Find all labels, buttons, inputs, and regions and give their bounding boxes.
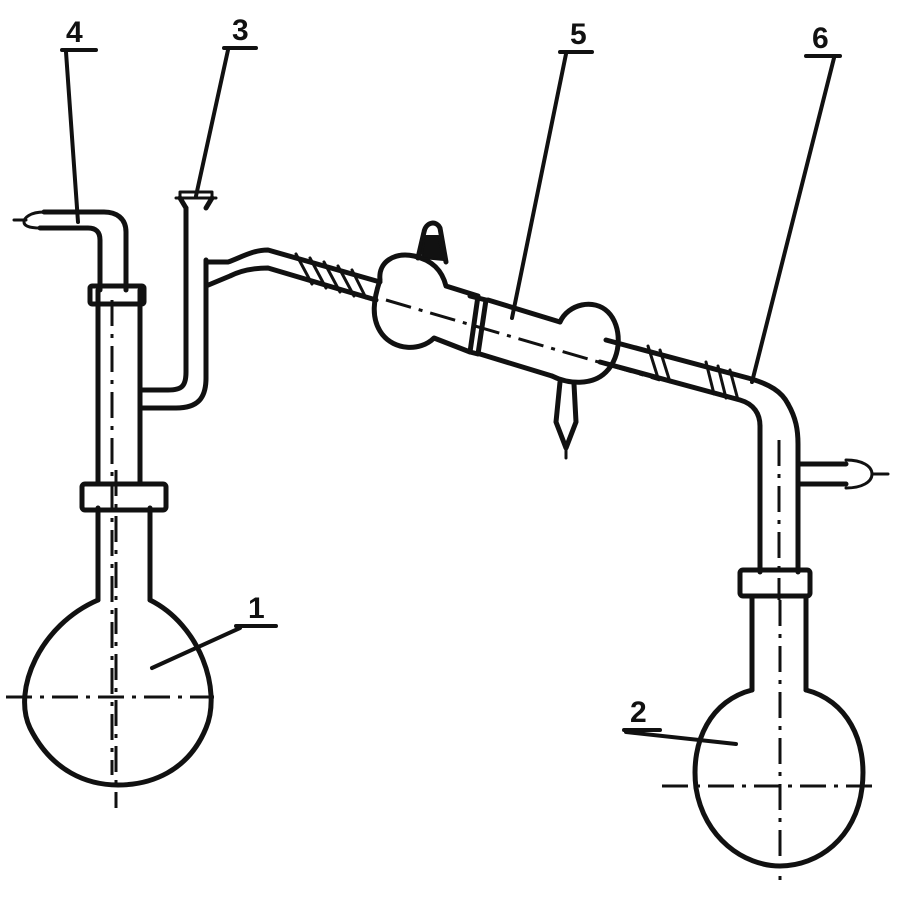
label-4: 4: [66, 16, 83, 49]
label-1: 1: [248, 592, 265, 625]
label-5: 5: [570, 18, 587, 51]
leader-lines: [60, 46, 842, 746]
flask-1: [6, 470, 214, 808]
vapor-tube: [203, 247, 383, 303]
outlet-adapter-6: [737, 401, 890, 600]
outlet-tube: [597, 337, 791, 429]
label-3: 3: [232, 14, 249, 47]
flask-2: [662, 593, 880, 880]
callout-labels: 4 3 5 6 1 2: [66, 14, 829, 729]
label-6: 6: [812, 22, 829, 55]
inlet-tube-4: [12, 209, 129, 775]
claisen-head: [87, 190, 218, 487]
label-2: 2: [630, 696, 647, 729]
